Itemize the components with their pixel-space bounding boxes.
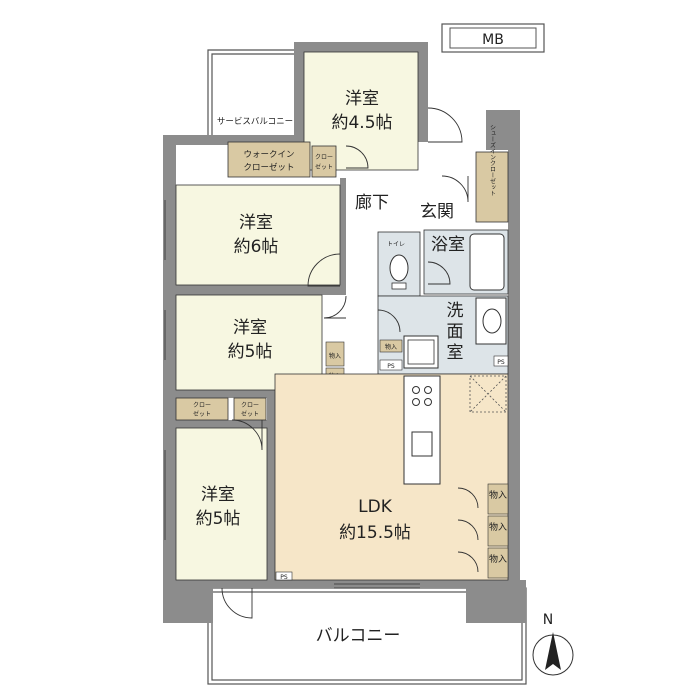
ldk-size: 約15.5帖 bbox=[339, 523, 411, 543]
ps-box-wash bbox=[379, 359, 403, 371]
walkin-closet-line2: クローゼット bbox=[243, 162, 294, 173]
mb-label: MB bbox=[482, 32, 504, 48]
closet-mid-line2: ゼット bbox=[241, 410, 259, 418]
service-balcony-label: サービスバルコニー bbox=[217, 117, 293, 127]
washroom-char-3: 室 bbox=[447, 343, 464, 363]
shoes-closet bbox=[475, 151, 509, 223]
closet-mid bbox=[233, 397, 267, 421]
bathtub bbox=[469, 233, 505, 291]
storage-ldk-1-label: 物入 bbox=[489, 489, 507, 501]
bath-label: 浴室 bbox=[431, 235, 465, 255]
room-5b-size: 約5帖 bbox=[196, 509, 241, 529]
walls bbox=[163, 42, 526, 623]
toilet-label: トイレ bbox=[387, 241, 405, 248]
room-6-name: 洋室 bbox=[239, 213, 273, 233]
storage-ldk-3-label: 物入 bbox=[489, 553, 507, 565]
washbasin bbox=[482, 308, 502, 334]
storage-a-label: 物入 bbox=[329, 352, 341, 360]
ps-ldk-label: PS bbox=[280, 574, 288, 581]
fridge-space bbox=[469, 375, 507, 413]
walkin-closet bbox=[227, 141, 311, 178]
ps-right-label: PS bbox=[497, 359, 505, 366]
storage-ldk-2 bbox=[487, 515, 509, 547]
room-5b-name: 洋室 bbox=[201, 485, 235, 505]
walkin-closet-line1: ウォークイン bbox=[243, 150, 294, 160]
washroom-char-1: 洗 bbox=[447, 301, 464, 321]
ldk-name: LDK bbox=[358, 497, 393, 517]
closet-left-line1: クロー bbox=[193, 402, 211, 409]
room-5a-name: 洋室 bbox=[233, 318, 267, 338]
storage-wash-label: 物入 bbox=[385, 343, 397, 351]
ldk-room bbox=[274, 373, 509, 581]
room-4-5-size: 約4.5帖 bbox=[331, 113, 392, 133]
balcony-label: バルコニー bbox=[316, 626, 401, 646]
corridor-floor bbox=[346, 178, 476, 228]
storage-ldk-3 bbox=[487, 547, 509, 579]
ps-wash-label: PS bbox=[387, 363, 395, 370]
room-5b bbox=[175, 427, 268, 581]
shoes-closet-label: シューズインクローゼット bbox=[489, 124, 496, 196]
mb-box: MB bbox=[441, 23, 545, 53]
ps-box-right bbox=[493, 355, 509, 367]
closet-small-top-line2: ゼット bbox=[315, 163, 333, 171]
room-6 bbox=[175, 184, 341, 286]
washing-machine-inner bbox=[407, 339, 435, 365]
ps-box-ldk bbox=[275, 571, 293, 581]
washroom-char-2: 面 bbox=[447, 322, 464, 342]
storage-ldk-1 bbox=[487, 483, 509, 515]
closet-left bbox=[175, 397, 229, 421]
door-swings bbox=[221, 107, 479, 619]
toilet-bowl bbox=[389, 254, 409, 282]
room-6-size: 約6帖 bbox=[234, 237, 279, 257]
north-arrow: N bbox=[532, 612, 574, 676]
closet-small-top bbox=[311, 145, 337, 178]
entrance-label: 玄関 bbox=[420, 202, 454, 222]
storage-box-a bbox=[325, 341, 345, 367]
closet-small-top-line1: クロー bbox=[315, 154, 333, 161]
north-label: N bbox=[543, 612, 553, 628]
room-5a-size: 約5帖 bbox=[228, 342, 273, 362]
kitchen-counter bbox=[403, 375, 441, 485]
toilet-tank bbox=[391, 282, 407, 290]
corridor-label: 廊下 bbox=[355, 193, 389, 213]
closet-left-line2: ゼット bbox=[193, 410, 211, 418]
storage-ldk-2-label: 物入 bbox=[489, 521, 507, 533]
storage-box-wash bbox=[379, 339, 403, 353]
service-balcony-outline bbox=[207, 49, 300, 135]
closet-mid-line1: クロー bbox=[241, 402, 259, 409]
windows bbox=[164, 200, 420, 589]
room-4-5-name: 洋室 bbox=[345, 89, 379, 109]
